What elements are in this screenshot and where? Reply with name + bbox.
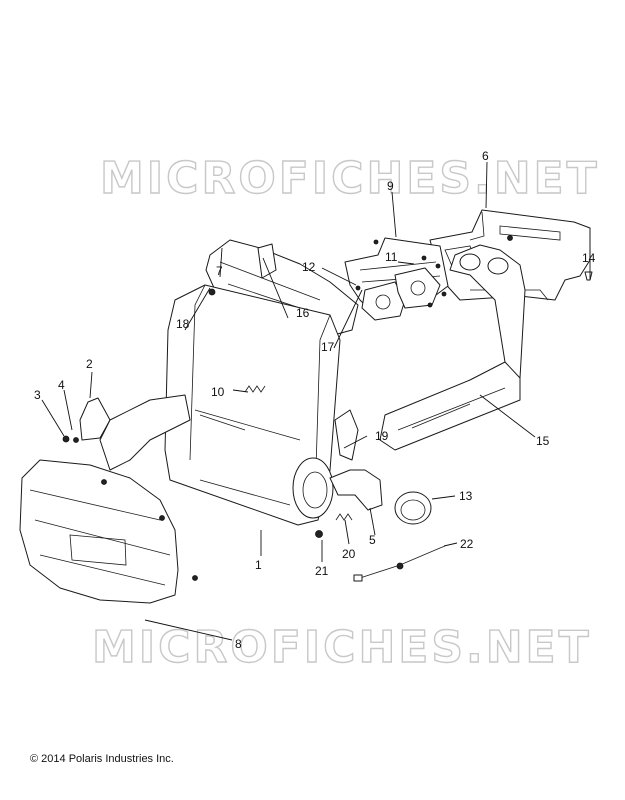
callout-4: 4 — [58, 378, 65, 392]
exhaust-elbow — [329, 469, 383, 511]
callout-16: 16 — [296, 306, 310, 320]
watermark-bottom: MICROFICHES.NET — [92, 622, 592, 673]
callout-6: 6 — [482, 149, 489, 163]
muffler — [164, 284, 341, 526]
callout-19: 19 — [375, 429, 389, 443]
cable-tie — [353, 545, 446, 582]
callout-17: 17 — [321, 340, 335, 354]
watermark-top: MICROFICHES.NET — [100, 153, 600, 204]
heat-shield-upper — [429, 209, 591, 301]
callout-11: 11 — [385, 250, 398, 264]
sensor-bracket — [334, 409, 359, 461]
leader-lines — [41, 161, 591, 641]
callout-21: 21 — [315, 564, 329, 578]
callout-10: 10 — [211, 385, 225, 399]
exhaust-flange-gasket — [361, 267, 441, 321]
callout-1: 1 — [255, 558, 262, 572]
callout-3: 3 — [34, 388, 41, 402]
exhaust-clamp — [394, 491, 432, 525]
exhaust-pipe — [379, 244, 526, 451]
tailpipe-tip — [79, 394, 191, 471]
callout-22: 22 — [460, 537, 474, 551]
springs — [244, 385, 353, 521]
callout-8: 8 — [235, 637, 242, 651]
callout-12: 12 — [302, 260, 316, 274]
rear-guard-plate — [19, 459, 179, 604]
callout-labels: 1 2 3 4 5 6 7 8 9 10 11 12 13 14 15 16 1… — [34, 149, 596, 651]
callout-7: 7 — [216, 264, 223, 278]
callout-9: 9 — [387, 179, 394, 193]
callout-14: 14 — [582, 251, 596, 265]
callout-15: 15 — [536, 434, 550, 448]
callout-2: 2 — [86, 357, 93, 371]
callout-13: 13 — [459, 489, 473, 503]
copyright-notice: © 2014 Polaris Industries Inc. — [30, 753, 174, 765]
callout-20: 20 — [342, 547, 356, 561]
callout-5: 5 — [369, 533, 376, 547]
callout-18: 18 — [176, 317, 190, 331]
fasteners — [62, 235, 593, 581]
